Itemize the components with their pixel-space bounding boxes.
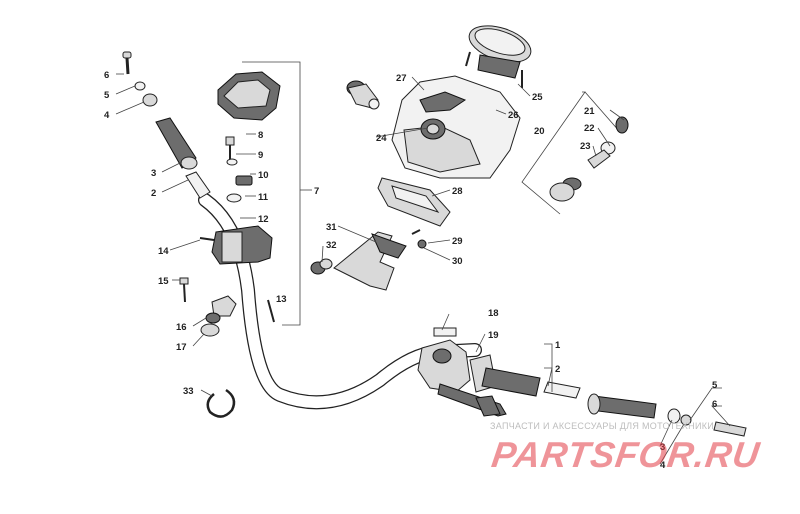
callout-11: 11: [258, 192, 269, 203]
callout-16: 16: [176, 322, 187, 333]
callout-24: 24: [376, 133, 387, 144]
callout-7: 7: [314, 186, 319, 197]
callout-5: 5: [104, 90, 110, 101]
left-clamp: [179, 225, 275, 337]
callout-17: 17: [176, 342, 187, 353]
watermark-caption: ЗАПЧАСТИ И АКСЕССУАРЫ ДЛЯ МОТОТЕХНИКИ: [490, 421, 715, 431]
right-grip-assembly: [481, 367, 747, 437]
callout-20: 20: [534, 126, 545, 137]
callout-2-right: 2: [555, 364, 560, 375]
callout-12: 12: [258, 214, 269, 225]
left-grip-assembly: [122, 51, 211, 199]
callout-30: 30: [452, 256, 463, 267]
callout-22: 22: [584, 123, 595, 134]
right-control: [417, 327, 507, 417]
callout-8: 8: [258, 130, 263, 141]
callout-14: 14: [158, 246, 169, 257]
key-switch-group: [549, 116, 629, 202]
watermark-logo: PARTSFOR.RU: [489, 434, 763, 475]
callout-4-right: 4: [660, 460, 666, 471]
callout-2: 2: [151, 188, 156, 199]
callout-18: 18: [488, 308, 499, 319]
mount-bracket: [310, 229, 427, 291]
bezel: [377, 177, 451, 227]
callout-10: 10: [258, 170, 269, 181]
callout-29: 29: [452, 236, 463, 247]
callout-21: 21: [584, 106, 595, 117]
callout-5-right: 5: [712, 380, 718, 391]
throttle-housing: [217, 71, 281, 203]
callout-32: 32: [326, 240, 337, 251]
callout-13: 13: [276, 294, 287, 305]
callout-1-right: 1: [555, 340, 561, 351]
gauge: [465, 25, 532, 88]
callout-4: 4: [104, 110, 110, 121]
callout-31: 31: [326, 222, 337, 233]
callout-3-right: 3: [660, 442, 665, 453]
callout-6: 6: [104, 70, 109, 81]
callout-6-right: 6: [712, 399, 717, 410]
handlebar-pod: [346, 75, 521, 179]
circlip: [206, 388, 236, 418]
leader-lines: [115, 73, 731, 465]
callout-9: 9: [258, 150, 263, 161]
callout-15: 15: [158, 276, 169, 287]
callout-3: 3: [151, 168, 156, 179]
callout-28: 28: [452, 186, 463, 197]
callout-33: 33: [183, 386, 194, 397]
callout-23: 23: [580, 141, 591, 152]
callout-27: 27: [396, 73, 407, 84]
callout-25: 25: [532, 92, 543, 103]
callout-labels: 6 5 4 3 2 8 9 10 11 12 7 14 15 13 16 17 …: [104, 70, 718, 471]
callout-26: 26: [508, 110, 519, 121]
callout-19: 19: [488, 330, 499, 341]
